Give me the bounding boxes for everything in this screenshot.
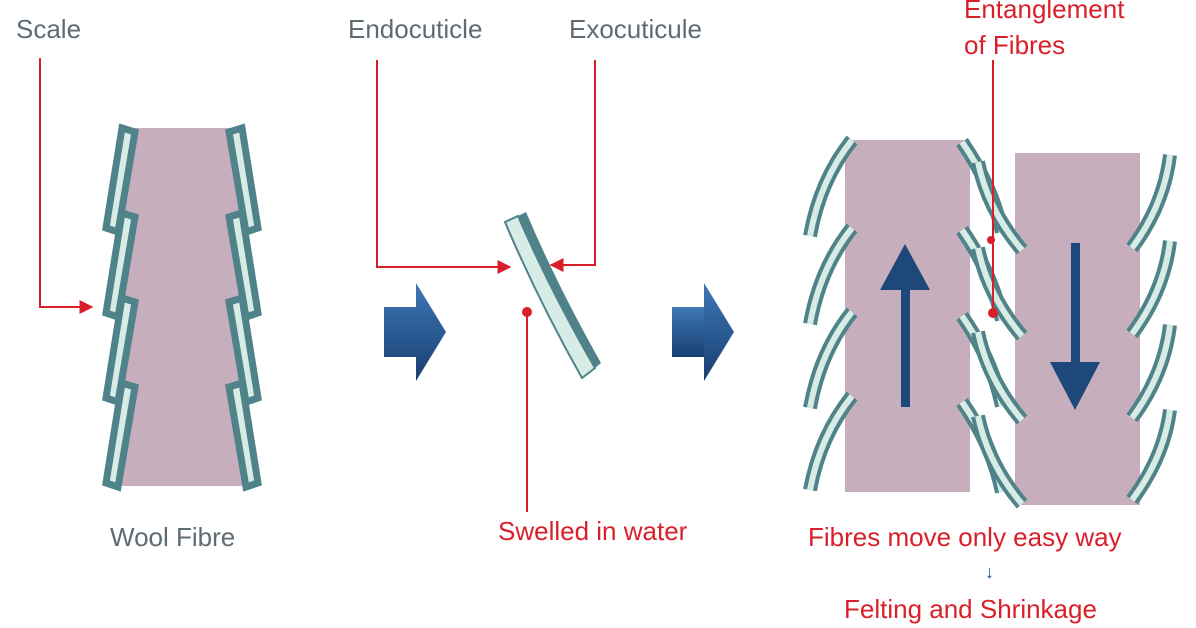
scale — [1129, 240, 1173, 336]
entanglement-label-line1: Entanglement — [964, 0, 1125, 24]
wool-fibre-figure — [102, 123, 262, 492]
process-arrow-icon — [384, 283, 446, 381]
scale — [975, 331, 1025, 422]
entanglement-point — [988, 308, 998, 318]
fibre-left-scales-outer — [803, 135, 858, 492]
scale-callout-line — [39, 58, 94, 314]
process-arrow-icon — [672, 307, 704, 357]
exocuticule-layer — [518, 212, 601, 368]
swelled-label: Swelled in water — [498, 516, 688, 546]
fibre-right-scales-inner — [971, 160, 1028, 509]
entanglement-point — [987, 236, 995, 244]
scale — [975, 247, 1025, 338]
scale — [225, 378, 262, 492]
scale — [1129, 409, 1173, 502]
scale — [975, 415, 1025, 506]
small-down-arrow-icon: ↓ — [985, 562, 994, 582]
scale — [1129, 324, 1173, 420]
scale — [807, 138, 855, 237]
scale — [975, 161, 1025, 252]
endocuticle-callout-line — [376, 60, 512, 274]
scale — [1129, 154, 1173, 250]
scale — [807, 310, 855, 409]
endocuticle-label: Endocuticle — [348, 14, 483, 44]
scale-label: Scale — [16, 14, 82, 44]
exocuticule-callout-line — [549, 60, 596, 272]
exocuticule-label: Exocuticule — [569, 14, 702, 44]
up-arrow-icon — [880, 244, 930, 407]
scale — [807, 226, 855, 325]
scales-right — [225, 123, 262, 492]
cuticle-scale — [503, 212, 601, 380]
scale — [807, 394, 855, 491]
felting-label: Felting and Shrinkage — [844, 594, 1097, 624]
endocuticle-layer — [503, 214, 597, 380]
wool-fibre-body — [120, 128, 244, 486]
fibres-move-label: Fibres move only easy way — [808, 522, 1122, 552]
entanglement-label-line2: of Fibres — [964, 30, 1066, 60]
down-arrow-icon — [1050, 243, 1100, 410]
scale — [102, 378, 139, 492]
wool-fibre-label: Wool Fibre — [110, 522, 236, 552]
scales-left — [102, 123, 139, 492]
fibre-right-scales-outer — [1126, 154, 1177, 505]
